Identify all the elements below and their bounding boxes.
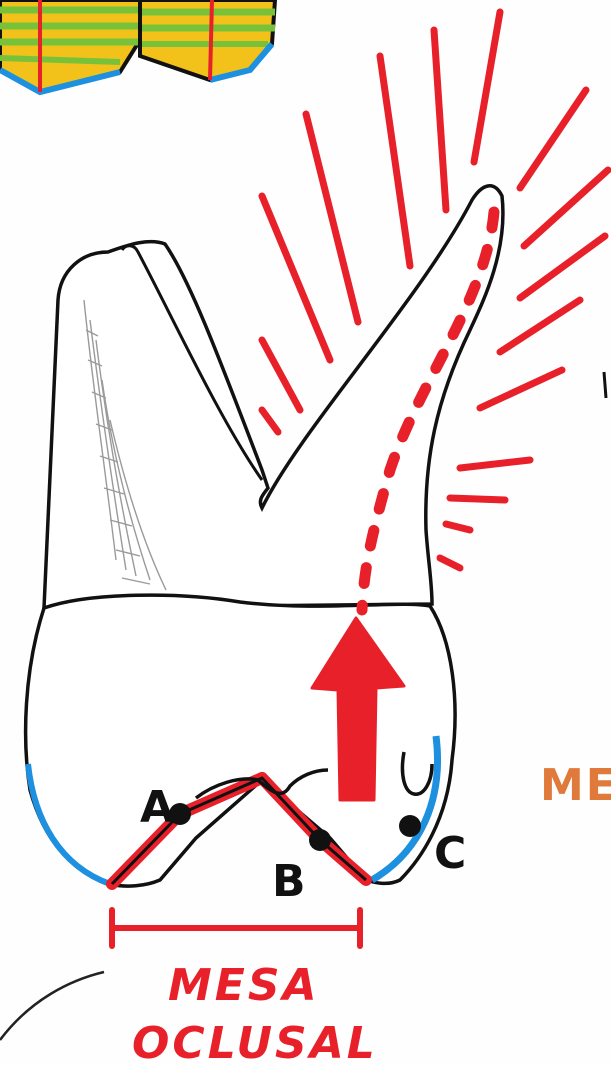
striped-block-left [0,0,140,92]
ray-3 [262,196,330,360]
ray-1 [262,410,278,432]
point-a-label: A [140,782,174,833]
point-b-marker [309,829,331,851]
ray-15 [446,524,470,530]
ray-9 [524,170,608,246]
occlusal-width-bracket [112,910,360,946]
mesial-side-label: MES [540,760,611,811]
ray-2 [262,340,300,410]
edge-tick-mark [604,372,606,398]
striped-blocks-decoration [0,0,275,92]
occlusal-table-label-line2: OCLUSAL [132,1018,378,1065]
ray-5 [380,56,410,266]
point-c-label: C [434,828,466,879]
ray-12 [480,370,562,408]
ray-11 [500,300,580,352]
occlusal-table-label-line1: MESA [168,960,320,1011]
point-c-marker [399,815,421,837]
ray-4 [306,114,358,322]
pointer-line [0,972,104,1040]
ray-10 [520,236,605,298]
striped-block-right [140,0,275,80]
tooth-crown [26,595,455,886]
ray-8 [520,90,586,188]
ray-14 [450,498,505,500]
ray-16 [440,558,460,568]
tooth-root-left [44,186,503,608]
ray-7 [474,12,500,162]
ray-6 [434,30,446,210]
point-b-label: B [272,856,306,907]
ray-13 [460,460,530,468]
